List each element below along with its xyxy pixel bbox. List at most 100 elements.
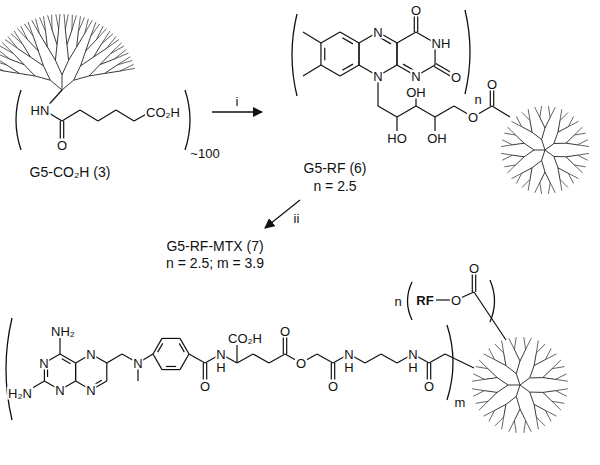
dendrimer-branch <box>548 183 550 194</box>
dendrimer-branch <box>542 128 545 140</box>
atom-label: N <box>407 348 418 361</box>
dendrimer-branch <box>520 378 530 385</box>
dendrimer-branch <box>48 15 53 30</box>
double-bond-line <box>430 363 431 381</box>
dendrimer-branch <box>62 75 63 90</box>
double-bond-line <box>414 14 415 32</box>
double-bond-line <box>490 88 491 106</box>
dendrimer-branch <box>495 360 506 366</box>
ring-double-bond <box>179 343 184 352</box>
dendrimer-branch <box>556 374 567 380</box>
dendrimer-branch <box>62 60 69 74</box>
dendrimer-branch <box>50 80 62 90</box>
dendrimer-branch <box>62 80 74 90</box>
bond-line <box>189 354 205 363</box>
dendrimer-branch <box>554 156 558 167</box>
dendrimer-branch <box>524 421 526 433</box>
atom-label: H₂N <box>7 387 33 400</box>
atom-label: CO₂H <box>145 106 181 119</box>
reagent-step: ii <box>293 212 301 225</box>
dendrimer-branch <box>578 153 589 155</box>
dendrimer-branch <box>545 144 554 150</box>
dendrimer-branch <box>530 121 532 133</box>
dendrimer-branch <box>536 417 538 429</box>
dendrimer-branch <box>528 109 530 120</box>
dendrimer-branch <box>504 165 515 167</box>
atom-label: O <box>450 71 462 84</box>
ring-double-bond <box>380 38 391 44</box>
compound-name: G5-CO₂H (3) <box>29 165 112 179</box>
dendrimer-branch <box>86 40 97 51</box>
dendrimer-branch <box>578 155 588 160</box>
dendrimer-branch <box>55 45 57 61</box>
dendrimer-branch <box>473 391 484 397</box>
dendrimer-branch <box>522 168 532 174</box>
atom-label: OH <box>426 132 448 145</box>
ring-bond <box>397 32 416 43</box>
dendrimer-branch <box>502 140 512 145</box>
atom-label: OH <box>405 86 427 99</box>
dendrimer-branch <box>489 349 495 360</box>
atom-label: O <box>450 294 462 307</box>
dendrimer-branch <box>520 349 526 361</box>
dendrimer-branch <box>554 132 558 143</box>
bond-line <box>236 345 237 363</box>
dendrimer-branch <box>558 168 560 180</box>
dendrimer-branch <box>566 157 574 165</box>
dendrimer-branch <box>94 48 107 57</box>
dendrimer-branch <box>578 140 588 145</box>
dendrimer-branch <box>74 76 89 80</box>
dendrimer-branch <box>24 65 35 76</box>
ring-bond <box>106 363 107 381</box>
dendrimer-branch <box>543 378 556 380</box>
atom-label: NH <box>431 37 452 50</box>
double-bond-line <box>286 336 287 354</box>
dendrimer-branch <box>67 45 69 61</box>
dendrimer-branch <box>530 377 543 378</box>
dendrimer-branch <box>574 165 582 173</box>
bond-line <box>492 106 510 117</box>
dendrimer-branch <box>520 409 526 421</box>
reaction-arrow <box>265 200 300 228</box>
bond-line <box>62 110 80 121</box>
connector-group <box>212 112 300 228</box>
dendrimer-branch <box>545 150 554 156</box>
dendrimer-branch <box>94 44 102 57</box>
dendrimer-branch <box>556 389 568 391</box>
bond-line <box>253 354 269 363</box>
dendrimer-branch <box>501 145 512 147</box>
atom-label: N <box>85 384 96 397</box>
dendrimer-branch <box>56 14 59 29</box>
dendrimer-branch <box>507 127 515 135</box>
dendrimer-branch <box>545 172 550 183</box>
dendrimer-branch <box>556 379 568 381</box>
dendrimer-branch <box>117 61 132 65</box>
dendrimer-branch <box>516 385 520 396</box>
ring-bond <box>396 43 397 65</box>
atom-label: N <box>372 26 383 39</box>
dendrimer-branch <box>488 392 497 401</box>
dendrimer-branch <box>566 155 578 157</box>
repeat-count: n <box>393 295 402 308</box>
dendrimer-branch <box>526 338 532 349</box>
dendrimer-branch <box>472 389 484 391</box>
dendrimer-branch <box>550 183 555 193</box>
bond-line <box>436 299 450 300</box>
atom-label: O <box>410 4 422 17</box>
ring-bond <box>162 338 180 339</box>
dendrimer-branch <box>554 156 566 157</box>
dendrimer-branch <box>524 337 526 349</box>
dendrimer-branch <box>543 369 552 378</box>
dendrimer-branch <box>59 14 60 29</box>
dendrimer-branch <box>545 117 550 128</box>
atom-label: O <box>486 78 498 91</box>
dendrimer-branch <box>516 396 520 409</box>
dendrimer-branch <box>65 29 67 44</box>
dendrimer-branch <box>514 337 516 349</box>
dendrimer-branch <box>566 143 578 145</box>
dendrimer-branch <box>38 51 43 66</box>
atom-label: O <box>467 111 479 124</box>
dendrimer-branch <box>516 374 520 385</box>
ring-bond <box>321 65 340 76</box>
dendrimer-branch <box>516 157 524 165</box>
